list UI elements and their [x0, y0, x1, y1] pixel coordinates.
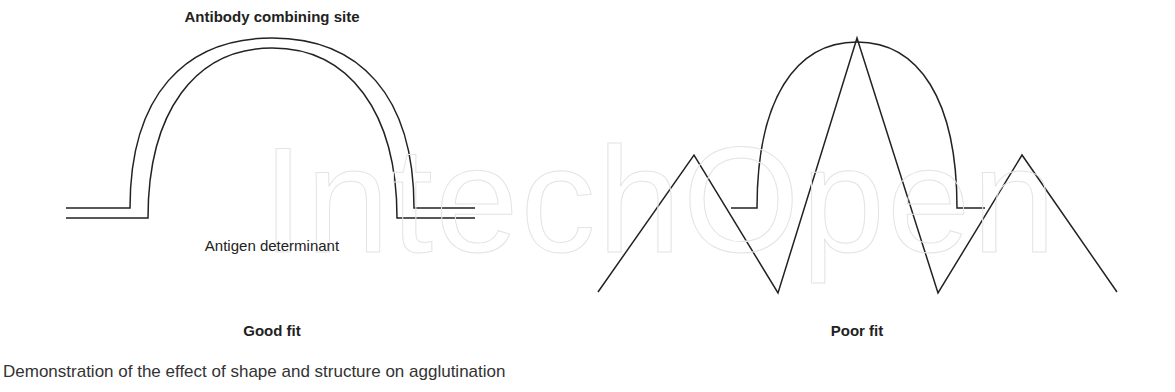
figure-label: Good fit: [243, 322, 300, 339]
part-label: Antigen determinant: [205, 237, 339, 254]
figure-label: Poor fit: [831, 322, 884, 339]
figure-heading: Antibody combining site: [185, 8, 360, 25]
watermark: IntechOpen: [262, 114, 1058, 287]
caption: Demonstration of the effect of shape and…: [3, 362, 505, 382]
